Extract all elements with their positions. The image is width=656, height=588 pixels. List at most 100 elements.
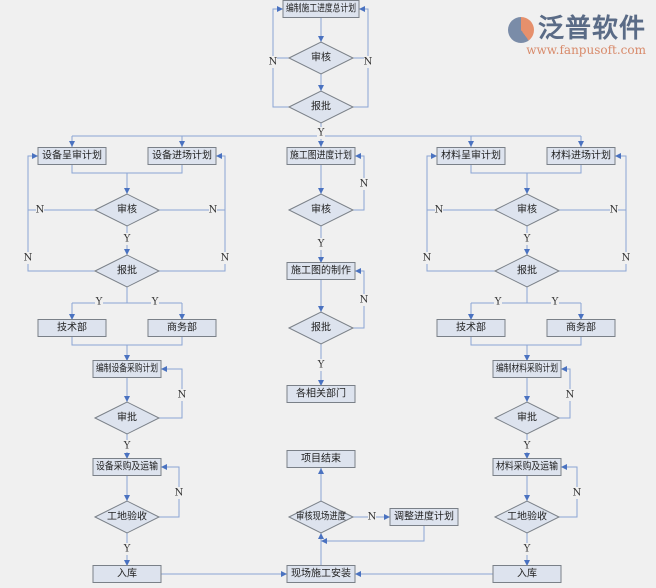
label-bg [317,359,325,371]
connector-line [71,165,183,174]
label-bg [221,252,229,264]
label-bg [175,487,183,499]
label-bg [622,252,630,264]
process-box [492,458,562,476]
decision-diamond [93,193,161,227]
arrowhead-icon [615,153,621,159]
node-mat-accept: 工地验收 [493,500,561,534]
decision-diamond [93,401,161,435]
decision-diamond [287,193,355,227]
no-label: N [573,488,582,499]
label-bg [523,440,531,452]
label-bg [151,296,159,308]
node-drawing-make: 施工图的制作 [286,262,356,280]
label-bg [123,543,131,555]
no-label: N [368,512,377,523]
yes-label: Y [151,297,159,308]
yes-label: Y [551,297,559,308]
arrowhead-icon [524,188,530,194]
process-box [492,360,562,378]
no-label: N [175,488,184,499]
label-bg [610,204,618,216]
node-top-review: 审核 [287,41,355,75]
node-eq-transport: 设备采购及运输 [92,458,162,476]
no-label: N [423,253,432,264]
process-box [92,458,162,476]
node-label: 各相关部门 [296,387,346,400]
process-box [286,565,356,583]
node-label: 审核 [311,51,331,64]
node-label: 编制设备采购计划 [96,362,158,375]
arrowhead-icon [384,514,390,520]
arrowhead-icon [524,495,530,501]
label-bg [209,204,217,216]
node-top-approve: 报批 [287,90,355,124]
node-mat-approval: 审批 [493,401,561,435]
arrowhead-icon [161,366,167,372]
node-mat-tech: 技术部 [436,319,506,337]
arrowhead-icon [318,380,324,386]
decision-diamond [93,254,161,288]
arrowhead-icon [321,538,327,544]
label-bg [178,389,186,401]
arrowhead-icon [355,153,361,159]
arrowhead-icon [578,314,584,320]
node-label: 报批 [311,321,331,334]
connector-line [71,336,183,346]
arrowhead-icon [318,533,324,539]
node-eq-approve: 报批 [93,254,161,288]
arrowhead-icon [318,36,324,42]
process-box [92,565,162,583]
yes-label: Y [123,441,131,452]
node-drawing-plan: 施工图进度计划 [286,147,356,165]
arrowhead-icon [179,314,185,320]
node-label: 工地验收 [107,510,147,523]
node-label: 材料进场计划 [551,149,611,162]
node-label: 审批 [117,411,137,424]
no-label: N [622,253,631,264]
yes-label: Y [523,544,531,555]
node-eq-approval: 审批 [93,401,161,435]
node-mat-biz: 商务部 [546,319,616,337]
node-mat-entry-plan: 材料进场计划 [546,147,616,165]
process-box [37,319,107,337]
yes-label: Y [523,234,531,245]
no-label: N [24,253,33,264]
node-label: 设备进场计划 [152,149,212,162]
node-drawing-review: 审核 [287,193,355,227]
node-adjust-plan: 调整进度计划 [389,508,459,526]
label-bg [269,56,277,68]
arrowhead-icon [318,468,324,474]
node-mat-store: 入库 [492,565,562,583]
no-label: N [364,57,373,68]
decision-diamond [287,90,355,124]
decision-diamond [287,41,355,75]
arrowhead-icon [318,306,324,312]
label-bg [36,204,44,216]
arrowhead-icon [524,453,530,459]
node-label: 审核 [117,203,137,216]
arrowhead-icon [124,188,130,194]
arrowhead-icon [124,249,130,255]
node-label: 调整进度计划 [394,510,454,523]
label-bg [551,296,559,308]
arrowhead-icon [318,141,324,147]
connector-line [470,336,582,346]
arrowhead-icon [69,314,75,320]
label-bg [24,252,32,264]
logo-icon [507,16,534,43]
node-drawing-approve: 报批 [287,311,355,345]
no-label: N [360,179,369,190]
node-label: 审核 [311,203,331,216]
node-label: 商务部 [167,321,197,334]
process-box [436,319,506,337]
process-box [147,319,217,337]
label-bg [123,233,131,245]
arrowhead-icon [468,141,474,147]
no-label: N [221,253,230,264]
node-site-install: 现场施工安装 [286,565,356,583]
arrowhead-icon [179,141,185,147]
arrowhead-icon [431,153,437,159]
process-box [92,360,162,378]
